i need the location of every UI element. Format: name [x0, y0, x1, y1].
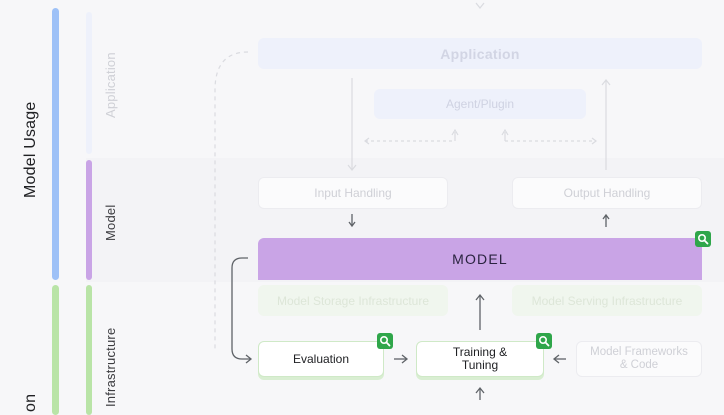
model-storage-box[interactable]: Model Storage Infrastructure	[258, 285, 448, 316]
model-frameworks-box[interactable]: Model Frameworks & Code	[576, 341, 702, 377]
magnifier-icon[interactable]	[377, 333, 393, 349]
training-tuning-box[interactable]: Training & Tuning	[416, 341, 544, 377]
model-usage-bar	[52, 8, 59, 280]
model-box[interactable]: MODEL	[258, 238, 702, 280]
model-serving-box[interactable]: Model Serving Infrastructure	[512, 285, 702, 316]
evaluation-box[interactable]: Evaluation	[258, 341, 384, 377]
application-band	[86, 0, 724, 158]
application-box[interactable]: Application	[258, 38, 702, 69]
model-creation-bar	[52, 285, 59, 415]
input-handling-box[interactable]: Input Handling	[258, 177, 448, 209]
agent-plugin-box[interactable]: Agent/Plugin	[374, 89, 586, 119]
magnifier-icon[interactable]	[536, 333, 552, 349]
infrastructure-layer-bar	[86, 285, 92, 415]
model-connectors	[231, 213, 610, 400]
model-layer-bar	[86, 160, 92, 280]
application-layer-bar	[86, 12, 92, 154]
magnifier-icon[interactable]	[695, 231, 711, 247]
output-handling-box[interactable]: Output Handling	[512, 177, 702, 209]
application-connectors	[214, 2, 611, 350]
